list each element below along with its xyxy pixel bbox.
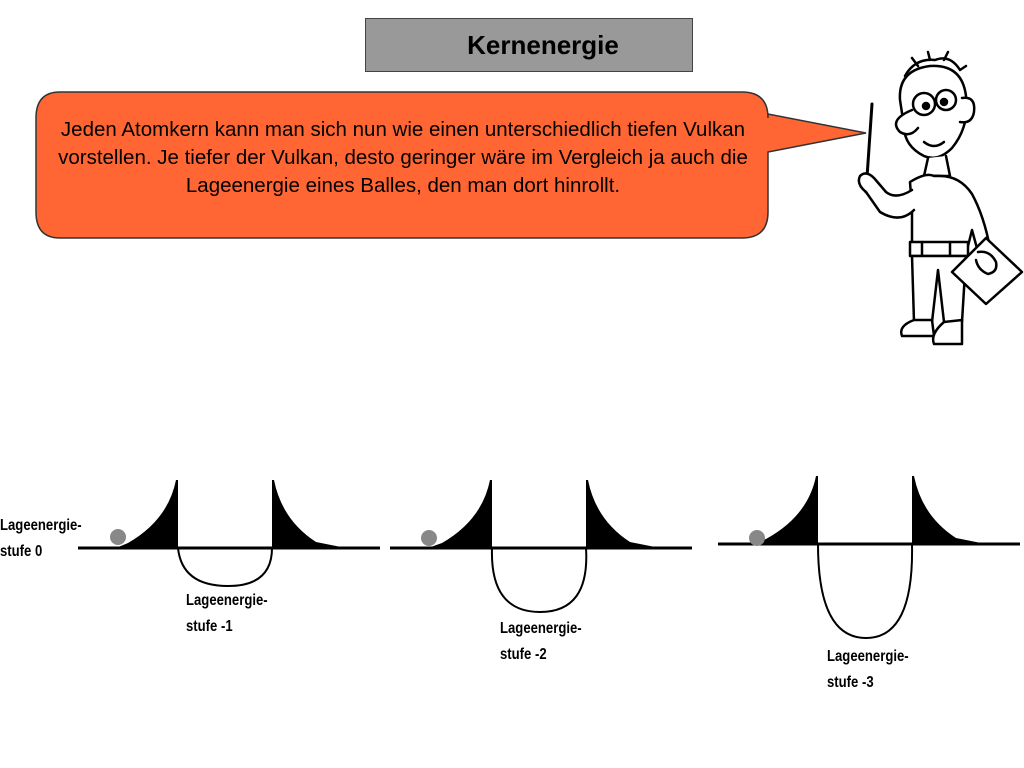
stage-label-0: Lageenergie- stufe 0 <box>0 517 82 560</box>
speech-bubble-text: Jeden Atomkern kann man sich nun wie ein… <box>58 118 748 197</box>
ball-3 <box>749 530 765 546</box>
volcano-stage-3 <box>718 476 1020 640</box>
stage-label-1: Lageenergie- stufe -1 <box>186 592 268 635</box>
volcano-stage-2 <box>390 480 692 614</box>
title-box: Kernenergie <box>365 18 693 72</box>
stage-label-2: Lageenergie- stufe -2 <box>500 620 582 663</box>
volcano-stage-1 <box>78 480 380 588</box>
page-title: Kernenergie <box>467 29 619 60</box>
ball-1 <box>110 529 126 545</box>
stage-label-3: Lageenergie- stufe -3 <box>827 648 909 691</box>
ball-2 <box>421 530 437 546</box>
